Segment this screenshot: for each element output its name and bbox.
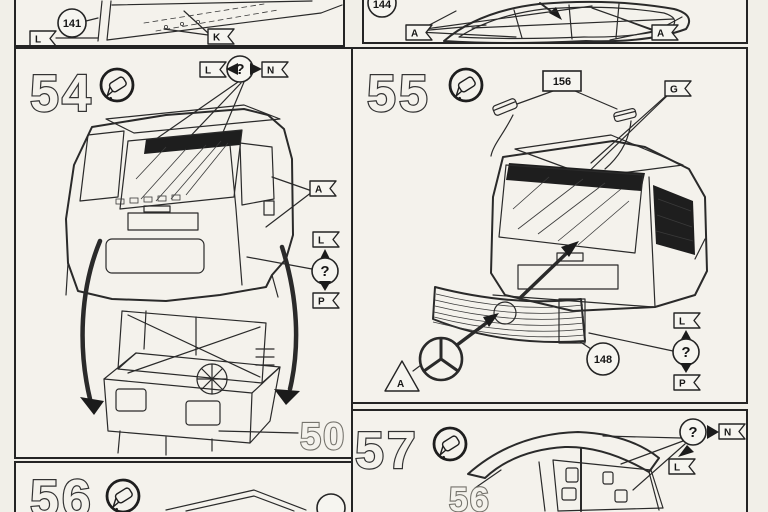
ref-56: 56 [448,469,502,512]
roof-part-drawing [467,431,664,512]
assembly-arrows [80,238,300,415]
grille-drawing: A 148 [384,241,620,392]
cab-drawing [65,104,294,302]
question-symbol: ? [235,61,244,78]
flag-n: N [724,428,731,439]
panel-step-56: 56 [14,461,353,512]
panel-step-54: 54 ? L N [14,47,353,459]
part-number-141: 141 [57,8,87,38]
svg-text:50: 50 [300,416,346,457]
flag-a-left: A [405,24,433,41]
question-symbol: ? [320,263,329,280]
callout-a: A [265,176,337,228]
part-number-156: 156 [553,76,571,88]
flag-l: L [674,463,680,474]
svg-text:56: 56 [449,481,491,512]
flag-l: L [679,317,685,328]
illustration-step-57: 57 56 ? N L [354,418,746,512]
svg-text:A: A [657,29,664,40]
callout-right: L ? P [588,312,701,391]
svg-text:K: K [213,33,221,44]
svg-text:L: L [205,66,211,77]
panel-part-141: 141 L K [14,0,345,47]
svg-text:A: A [411,29,418,40]
question-symbol: ? [681,344,690,361]
mercedes-star-icon [418,336,464,382]
svg-text:N: N [267,66,274,77]
step-number-54: 54 [30,65,94,123]
part-number-148: 148 [578,340,620,376]
flag-k: K [207,28,235,45]
panel-part-144: 144 A A [362,0,748,44]
glue-icon [105,478,141,512]
part-number-144: 144 [367,0,397,18]
flag-l-right: L [318,236,324,247]
panel-step-57: 57 56 ? N L [351,409,748,512]
callout-g: G [576,80,692,184]
question-symbol: ? [688,424,697,441]
illustration-step-56: 56 [29,469,346,512]
illustration-step-54: 54 ? L N [29,55,346,457]
callout-right: ? N L [602,418,746,491]
glue-icon [432,426,468,462]
flag-a: A [315,185,322,196]
callout-156: 156 [490,70,637,170]
cab-drawing [490,134,708,312]
illustration-part-144: 144 A A [367,0,690,42]
glue-icon [448,67,484,103]
svg-text:A: A [397,379,404,390]
part-number-circle [316,493,346,512]
flag-l: L [29,30,57,46]
step-number-56: 56 [30,470,94,512]
flag-n-top: N [261,61,289,78]
flag-p: P [318,297,325,308]
callout-right: L ? P [246,231,340,309]
step-number-55: 55 [367,65,431,123]
svg-text:148: 148 [594,354,612,366]
chassis-drawing [103,310,281,456]
svg-text:144: 144 [373,0,392,11]
flag-a-right: A [651,24,679,41]
flag-p: P [679,379,686,390]
panel-step-55: 55 156 G [351,47,748,404]
flag-l-top: L [199,61,227,78]
svg-text:141: 141 [63,18,81,30]
ref-50: 50 [218,415,346,457]
svg-text:L: L [35,35,41,46]
flag-g: G [670,85,678,96]
glue-icon [99,67,135,103]
warning-triangle-a: A [384,360,422,392]
illustration-part-141: 141 L K [29,0,343,46]
illustration-step-55: 55 156 G [366,64,708,392]
step-number-57: 57 [355,422,419,480]
